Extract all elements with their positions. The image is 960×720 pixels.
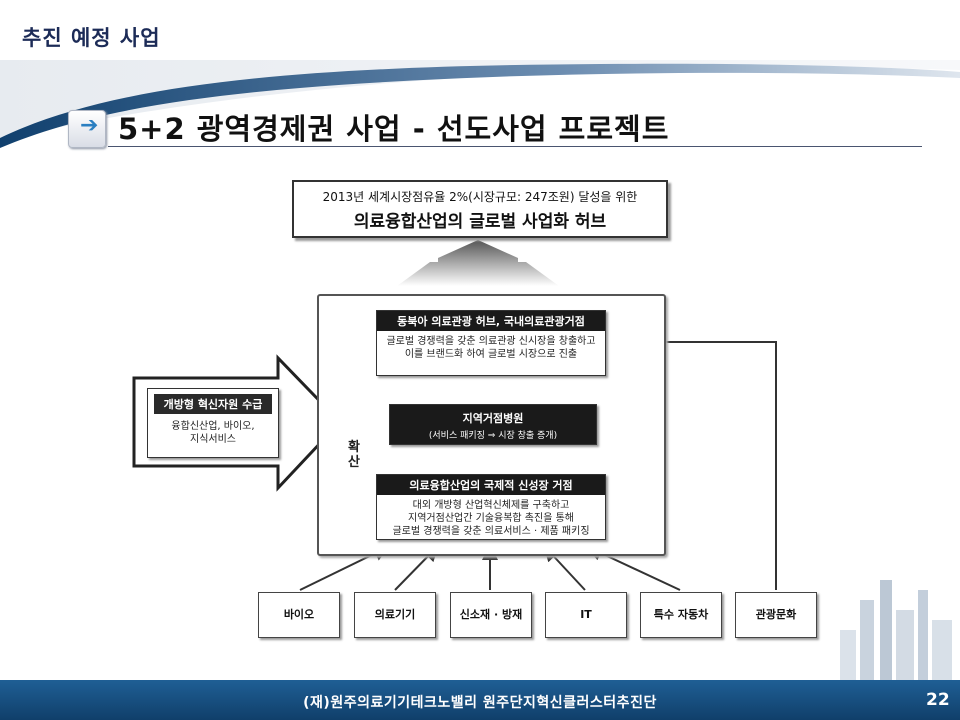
skyline-decoration [840, 580, 952, 680]
hospital-subtitle: (서비스 패키징 ⇒ 시장 창출 증개) [428, 431, 558, 441]
hub-box: 2013년 세계시장점유율 2%(시장규모: 247조원) 달성을 위한 의료융… [292, 180, 668, 238]
hub-line2: 의료융합산업의 글로벌 사업화 허브 [353, 212, 607, 232]
header-swoosh [0, 60, 960, 148]
industry-tourism-culture: 관광문화 [735, 592, 817, 638]
hub-line1: 2013년 세계시장점유율 2%(시장규모: 247조원) 달성을 위한 [322, 190, 638, 204]
supply-header: 개방형 혁신자원 수급 [154, 394, 272, 414]
supply-line1: 융합신산업, 바이오, [171, 421, 255, 432]
regional-hospital-box: 지역거점병원 (서비스 패키징 ⇒ 시장 창출 증개) [389, 404, 597, 445]
page-number: 22 [926, 690, 950, 710]
footer-text: (재)원주의료기기테크노밸리 원주단지혁신클러스터추진단 [303, 695, 657, 711]
arrow-right-icon: ➔ [80, 113, 99, 138]
supply-line2: 지식서비스 [190, 434, 236, 445]
tourism-header: 동북아 의료관광 허브, 국내의료관광거점 [377, 311, 605, 331]
growth-line2: 지역거점산업간 기술융복합 촉진을 통해 [408, 513, 574, 524]
tourism-line2: 이를 브랜드화 하여 글로벌 시장으로 진출 [404, 349, 578, 360]
tourism-line1: 글로벌 경쟁력을 갖춘 의료관광 신시장을 창출하고 [386, 336, 596, 347]
growth-hub-box: 의료융합산업의 국제적 신성장 거점 대외 개방형 산업혁신체제를 구축하고 지… [376, 474, 606, 540]
page-title: 추진 예정 사업 [22, 26, 161, 50]
industry-bio: 바이오 [258, 592, 340, 638]
hospital-title: 지역거점병원 [462, 412, 524, 425]
section-title: 5+2 광역경제권 사업 - 선도사업 프로젝트 [118, 112, 670, 146]
section-bullet [68, 110, 106, 148]
growth-header: 의료융합산업의 국제적 신성장 거점 [377, 475, 605, 495]
industry-it: IT [545, 592, 627, 638]
industry-materials: 신소재 · 방재 [450, 592, 532, 638]
innovation-supply-box: 개방형 혁신자원 수급 융합신산업, 바이오, 지식서비스 [147, 388, 279, 458]
tourism-hub-box: 동북아 의료관광 허브, 국내의료관광거점 글로벌 경쟁력을 갖춘 의료관광 신… [376, 310, 606, 376]
industry-medical-device: 의료기기 [354, 592, 436, 638]
title-divider [108, 146, 922, 147]
diffusion-label: 확산 [348, 440, 360, 470]
footer-bar [0, 680, 960, 720]
industry-special-vehicle: 특수 자동차 [640, 592, 722, 638]
growth-line3: 글로벌 경쟁력을 갖춘 의료서비스 · 제품 패키징 [392, 526, 590, 537]
growth-line1: 대외 개방형 산업혁신체제를 구축하고 [412, 500, 570, 511]
